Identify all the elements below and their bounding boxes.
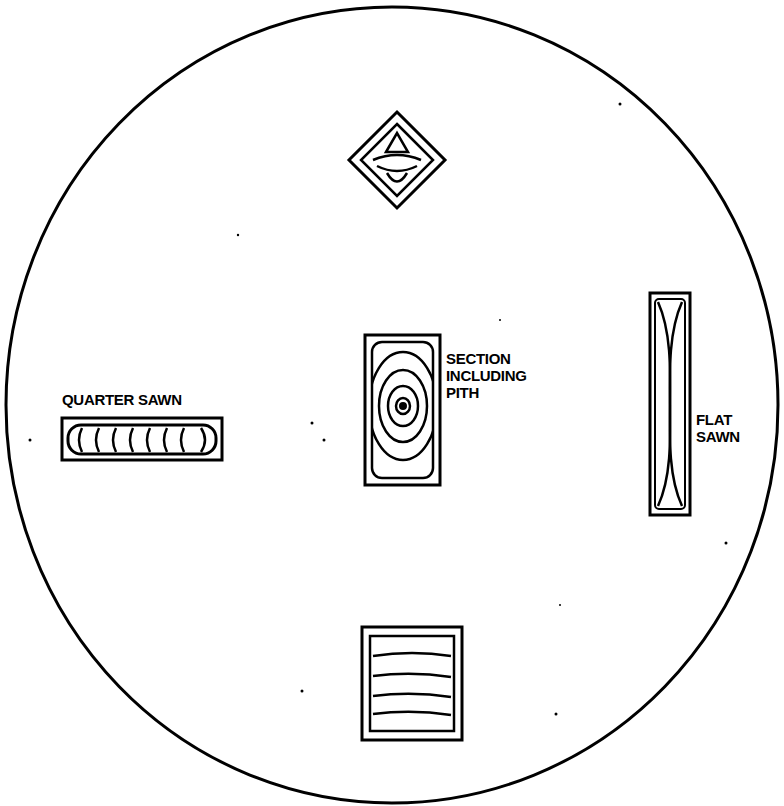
piece-label: SECTION INCLUDING PITH — [446, 350, 546, 401]
log-outline — [6, 7, 778, 803]
quarter-sawn-piece — [62, 418, 222, 460]
speck — [29, 103, 728, 716]
diamond-piece — [349, 112, 445, 208]
flat-sawn-piece — [650, 293, 690, 515]
label-holder: SECTION INCLUDING PITH — [446, 350, 546, 401]
label-holder: FLAT SAWN — [696, 411, 766, 445]
piece-label: FLAT SAWN — [696, 411, 766, 445]
bottom-square-piece — [362, 627, 462, 740]
label-holder: QUARTER SAWN — [62, 391, 182, 408]
piece-label: QUARTER SAWN — [62, 391, 182, 408]
pith-section-piece — [365, 335, 440, 485]
